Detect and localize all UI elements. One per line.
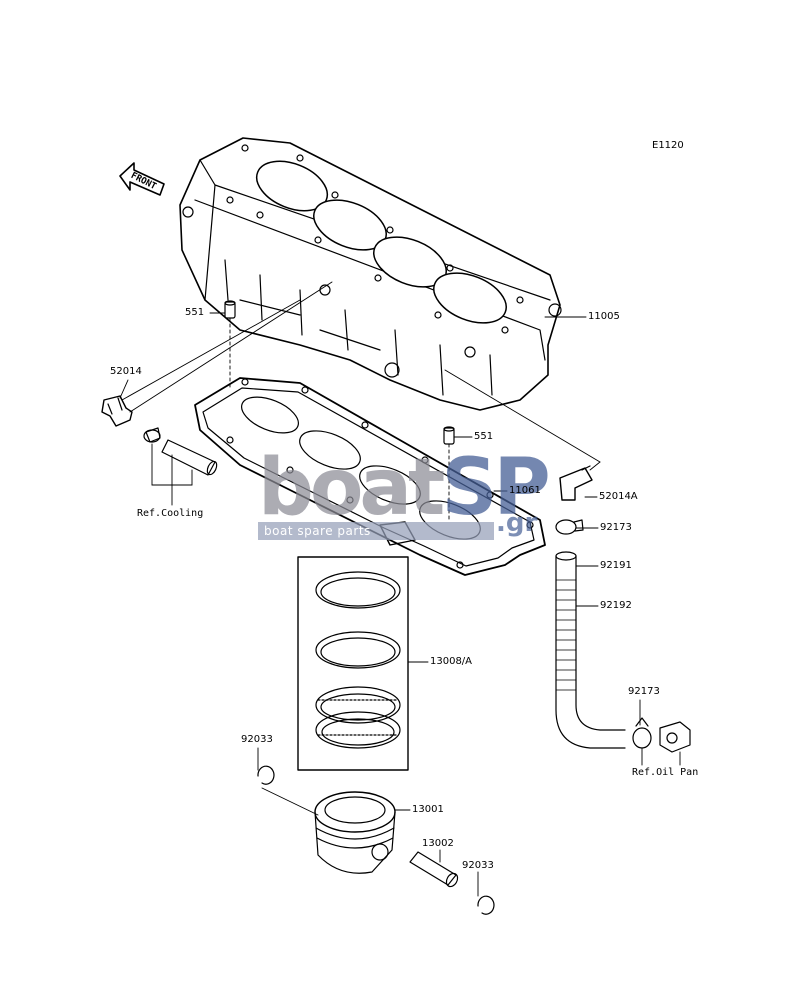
part-label-11005[interactable]: 11005 [588, 311, 620, 322]
dowel-pin-lower [443, 426, 455, 445]
oil-hose [555, 551, 626, 749]
leader-lines [119, 281, 681, 897]
part-label-92192[interactable]: 92192 [600, 600, 632, 611]
hose-clamp-left [143, 427, 161, 443]
part-label-13008[interactable]: 13008/A [430, 656, 473, 667]
part-label-92173-lower[interactable]: 92173 [628, 686, 660, 697]
fitting-52014a [559, 465, 593, 501]
watermark-logo: boatSP [258, 448, 551, 528]
watermark-brand-b: SP [441, 443, 550, 533]
part-label-551-upper[interactable]: 551 [185, 307, 205, 318]
watermark-tagline: boat spare parts [258, 522, 494, 540]
part-label-11061[interactable]: 11061 [509, 485, 541, 496]
watermark-suffix: .gr [496, 508, 538, 538]
part-label-13002[interactable]: 13002 [422, 838, 454, 849]
piston [314, 791, 396, 874]
part-label-92033-left[interactable]: 92033 [241, 734, 273, 745]
circlip-92033-right [477, 895, 495, 915]
ref-oil-pan-label[interactable]: Ref.Oil Pan [632, 767, 699, 778]
part-label-92173-upper[interactable]: 92173 [600, 522, 632, 533]
part-label-551-lower[interactable]: 551 [474, 431, 494, 442]
part-label-92033-right[interactable]: 92033 [462, 860, 494, 871]
clamp-92173-lower [632, 717, 652, 749]
piston-ring-set [297, 556, 409, 771]
cooling-hose [161, 439, 218, 476]
watermark-brand-a: boat [258, 443, 445, 533]
clamp-92173-upper [555, 519, 584, 535]
oil-pan-fitting [659, 721, 691, 753]
part-label-92191[interactable]: 92191 [600, 560, 632, 571]
piston-pin [409, 851, 459, 888]
part-label-52014a[interactable]: 52014A [599, 491, 638, 502]
cylinder-block [179, 137, 562, 411]
ref-cooling-label[interactable]: Ref.Cooling [137, 508, 204, 519]
fitting-52014 [101, 395, 133, 427]
diagram-code: E1120 [652, 140, 684, 151]
circlip-92033-left [257, 765, 275, 785]
part-label-52014[interactable]: 52014 [110, 366, 142, 377]
front-arrow-icon [119, 162, 165, 196]
dowel-pin-upper [224, 300, 236, 319]
part-label-13001[interactable]: 13001 [412, 804, 444, 815]
